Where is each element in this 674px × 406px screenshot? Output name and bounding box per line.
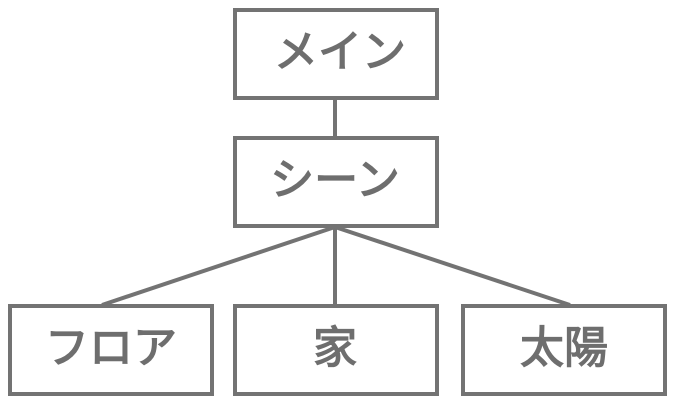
node-house-label: 家	[313, 323, 357, 374]
node-scene-box	[233, 136, 439, 228]
node-floor-box	[8, 304, 214, 396]
node-sun-box	[461, 304, 667, 396]
node-sun: 太陽	[461, 304, 667, 396]
node-scene-label: シーン	[270, 155, 400, 206]
node-floor: フロア	[8, 304, 214, 396]
node-floor-label: フロア	[45, 323, 177, 374]
node-house: 家	[233, 304, 439, 396]
node-main-box	[233, 8, 439, 100]
node-house-box	[233, 304, 439, 396]
node-main-label: メイン	[274, 27, 406, 78]
connector-middle-to-sun	[334, 225, 571, 307]
node-sun-label: 太陽	[520, 323, 608, 374]
node-main: メイン	[233, 8, 439, 100]
connector-middle-to-floor	[101, 225, 336, 307]
node-scene: シーン	[233, 136, 439, 228]
